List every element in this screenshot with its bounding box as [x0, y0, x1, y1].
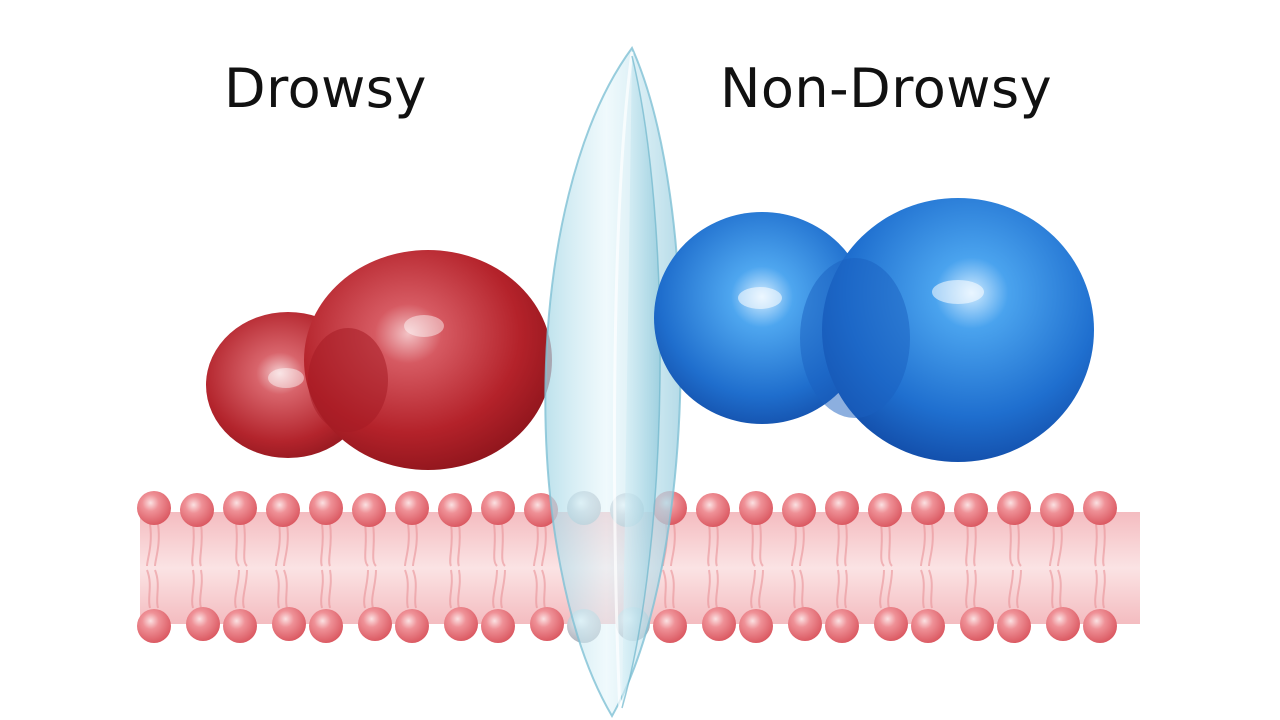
- phospholipid-tail: [449, 523, 453, 609]
- phospholipid-head: [1040, 493, 1074, 527]
- phospholipid-head: [223, 491, 257, 525]
- phospholipid-head: [524, 493, 558, 527]
- phospholipid-head: [997, 491, 1031, 525]
- phospholipid-head: [911, 491, 945, 525]
- phospholipid-tail: [965, 523, 969, 609]
- phospholipid-tail: [492, 523, 498, 609]
- phospholipid-head: [868, 493, 902, 527]
- phospholipid-tail: [404, 523, 410, 609]
- phospholipid-head: [180, 493, 214, 527]
- phospholipid-head: [954, 493, 988, 527]
- phospholipid-head: [395, 491, 429, 525]
- phospholipid-head: [1083, 609, 1117, 643]
- phospholipid-tail: [328, 523, 332, 609]
- phospholipid-head: [438, 493, 472, 527]
- phospholipid-tail: [191, 523, 195, 609]
- phospholipid-tail: [707, 523, 711, 609]
- phospholipid-head: [395, 609, 429, 643]
- drowsy-label: Drowsy: [224, 57, 427, 120]
- phospholipid-head: [530, 607, 564, 641]
- phospholipid-tail: [791, 523, 797, 609]
- phospholipid-tail: [199, 523, 203, 609]
- phospholipid-head: [186, 607, 220, 641]
- phospholipid-tail: [363, 523, 369, 609]
- phospholipid-tail: [920, 523, 926, 609]
- phospholipid-head: [960, 607, 994, 641]
- phospholipid-tail: [457, 523, 461, 609]
- phospholipid-tail: [412, 523, 418, 609]
- phospholipid-head: [696, 493, 730, 527]
- phospholipid-tail: [234, 523, 240, 609]
- phospholipid-tail: [1016, 523, 1022, 609]
- phospholipid-head: [223, 609, 257, 643]
- phospholipid-head: [911, 609, 945, 643]
- phospholipid-tail: [670, 523, 676, 609]
- phospholipid-tail: [146, 523, 152, 609]
- phospholipid-head: [481, 609, 515, 643]
- phospholipid-tail: [1008, 523, 1014, 609]
- phospholipid-tail: [836, 523, 840, 609]
- phospholipid-tail: [283, 523, 289, 609]
- phospholipid-head: [444, 607, 478, 641]
- phospholipid-tail: [715, 523, 719, 609]
- phospholipid-head: [309, 609, 343, 643]
- phospholipid-tail: [750, 523, 756, 609]
- phospholipid-tail: [371, 523, 377, 609]
- phospholipid-head: [997, 609, 1031, 643]
- non-drowsy-molecule: [654, 198, 1094, 462]
- phospholipid-tail: [887, 523, 893, 609]
- phospholipid-tail: [154, 523, 160, 609]
- barrier-lens: [544, 46, 682, 719]
- phospholipid-head: [782, 493, 816, 527]
- phospholipid-tail: [758, 523, 764, 609]
- phospholipid-head: [358, 607, 392, 641]
- non-drowsy-label: Non-Drowsy: [720, 57, 1053, 120]
- phospholipid-head: [653, 609, 687, 643]
- phospholipid-head: [137, 609, 171, 643]
- phospholipid-tail: [533, 523, 539, 609]
- phospholipid-head: [825, 609, 859, 643]
- phospholipid-tail: [1102, 523, 1106, 609]
- phospholipid-tail: [500, 523, 506, 609]
- phospholipid-head: [272, 607, 306, 641]
- phospholipid-tail: [275, 523, 281, 609]
- phospholipid-head: [1083, 491, 1117, 525]
- phospholipid-tail: [1049, 523, 1055, 609]
- phospholipid-head: [739, 609, 773, 643]
- phospholipid-head: [825, 491, 859, 525]
- phospholipid-head: [788, 607, 822, 641]
- phospholipid-tail: [799, 523, 805, 609]
- phospholipid-head: [137, 491, 171, 525]
- phospholipid-tail: [1057, 523, 1063, 609]
- phospholipid-head: [352, 493, 386, 527]
- phospholipid-tail: [844, 523, 848, 609]
- phospholipid-head: [266, 493, 300, 527]
- phospholipid-tail: [1094, 523, 1098, 609]
- phospholipid-tail: [320, 523, 324, 609]
- drowsy-molecule: [206, 250, 552, 470]
- phospholipid-tail: [541, 523, 547, 609]
- phospholipid-tail: [973, 523, 977, 609]
- phospholipid-head: [1046, 607, 1080, 641]
- phospholipid-head: [702, 607, 736, 641]
- phospholipid-tail: [928, 523, 934, 609]
- phospholipid-tail: [242, 523, 248, 609]
- phospholipid-head: [309, 491, 343, 525]
- phospholipid-head: [481, 491, 515, 525]
- phospholipid-head: [739, 491, 773, 525]
- phospholipid-head: [874, 607, 908, 641]
- phospholipid-tail: [879, 523, 885, 609]
